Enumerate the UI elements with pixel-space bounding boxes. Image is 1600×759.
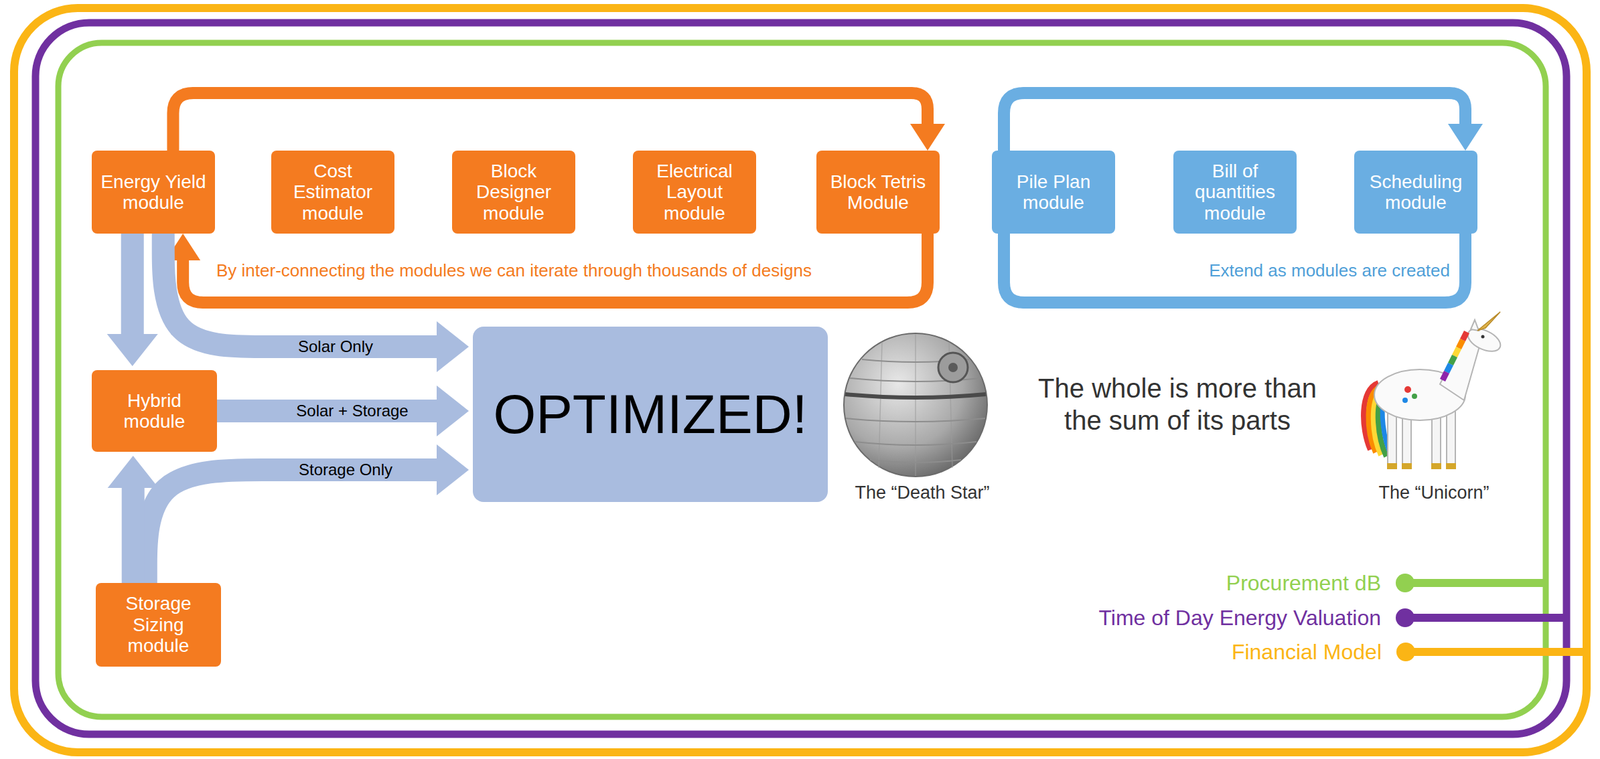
leader-line — [1405, 648, 1587, 657]
module-box: Block Designer module — [452, 150, 576, 234]
arrow-head — [436, 444, 469, 496]
connector-line — [216, 399, 439, 423]
connector-line — [146, 470, 439, 584]
flow-arrow — [107, 233, 159, 367]
module-box: Cost Estimator module — [271, 150, 395, 234]
flank-flower — [1404, 386, 1412, 394]
loop-arrow — [165, 233, 928, 303]
flow-arrow — [146, 444, 469, 584]
mane — [1458, 340, 1463, 349]
box-label: Block Tetris Module — [823, 171, 933, 214]
procurement-outline — [58, 42, 1546, 718]
box-label: Energy Yield module — [98, 171, 209, 214]
financial-outline — [14, 8, 1587, 753]
tagline: The whole is more than the sum of its pa… — [1016, 372, 1339, 437]
box-label: Storage Sizing module — [102, 593, 215, 657]
legend-dot — [1395, 573, 1415, 593]
mane — [1450, 356, 1455, 365]
trench — [845, 394, 986, 398]
module-box: Electrical Layout module — [632, 150, 757, 234]
module-box: Hybrid module — [91, 370, 217, 453]
result-box: OPTIMIZED! — [472, 326, 828, 503]
ear — [1470, 320, 1479, 331]
connector-line — [1003, 93, 1466, 151]
box-label: Hybrid module — [98, 390, 211, 433]
module-box: Energy Yield module — [91, 150, 215, 234]
horn — [1477, 312, 1501, 331]
connector-line — [1003, 233, 1466, 303]
module-box: Storage Sizing module — [95, 583, 222, 668]
leader-line — [1405, 579, 1546, 588]
box-label: Cost Estimator module — [277, 160, 388, 224]
picture-caption: The “Death Star” — [854, 482, 990, 504]
arrow-head — [436, 321, 469, 373]
hoof — [1431, 463, 1442, 470]
edge-label: Storage Only — [294, 460, 397, 481]
mane — [1454, 348, 1459, 357]
flow-arrow — [163, 233, 469, 373]
legend-dot — [1395, 608, 1415, 628]
panel-lines — [878, 334, 953, 477]
edge-label: Solar Only — [294, 336, 378, 357]
arrow-head — [107, 334, 159, 367]
valuation-outline — [35, 22, 1567, 735]
hoof — [1387, 463, 1398, 470]
module-box: Block Tetris Module — [816, 150, 940, 234]
connector-line — [121, 486, 145, 584]
dish-center — [948, 362, 958, 373]
picture-caption: The “Unicorn” — [1378, 482, 1489, 504]
module-box: Bill of quantities module — [1173, 150, 1297, 234]
box-label: OPTIMIZED! — [492, 384, 808, 445]
arrow-head — [436, 385, 469, 437]
flank-flower — [1402, 397, 1408, 404]
box-label: Electrical Layout module — [639, 160, 750, 224]
hoof — [1401, 463, 1412, 470]
arrow-head — [1447, 123, 1483, 151]
module-box: Pile Plan module — [991, 150, 1116, 234]
connector-line — [163, 233, 439, 347]
box-label: Scheduling module — [1360, 171, 1471, 214]
connector-line — [172, 93, 928, 151]
arrow-head — [107, 456, 159, 489]
connector-line — [182, 233, 928, 303]
unicorn-picture — [1363, 312, 1504, 470]
box-label: Block Designer module — [458, 160, 569, 224]
mane — [1442, 372, 1447, 381]
dish — [938, 352, 968, 383]
legend-label: Time of Day Energy Valuation — [1098, 606, 1381, 631]
edge-label: Solar + Storage — [292, 401, 412, 422]
flank-flower — [1411, 393, 1418, 400]
sphere — [843, 333, 988, 477]
edge-label: By inter-connecting the modules we can i… — [212, 260, 816, 282]
legend-label: Financial Model — [1231, 640, 1382, 666]
eye — [1481, 335, 1485, 339]
leader-line — [1405, 614, 1567, 623]
loop-arrow — [1003, 233, 1466, 303]
edge-label: Extend as modules are created — [1204, 260, 1454, 282]
mane — [1462, 332, 1467, 341]
legend-label: Procurement dB — [1226, 571, 1381, 597]
death-star-picture — [843, 333, 988, 477]
loop-arrow — [172, 93, 945, 151]
loop-arrow — [1003, 93, 1483, 151]
hoof — [1445, 463, 1457, 470]
flow-arrow — [216, 385, 469, 437]
connector-line — [121, 233, 144, 336]
arrow-head — [910, 123, 945, 151]
legend-dot — [1396, 642, 1416, 662]
mane — [1446, 364, 1451, 373]
flow-arrow — [107, 456, 159, 584]
module-box: Scheduling module — [1354, 150, 1478, 234]
box-label: Bill of quantities module — [1180, 160, 1290, 224]
box-label: Pile Plan module — [998, 171, 1109, 214]
